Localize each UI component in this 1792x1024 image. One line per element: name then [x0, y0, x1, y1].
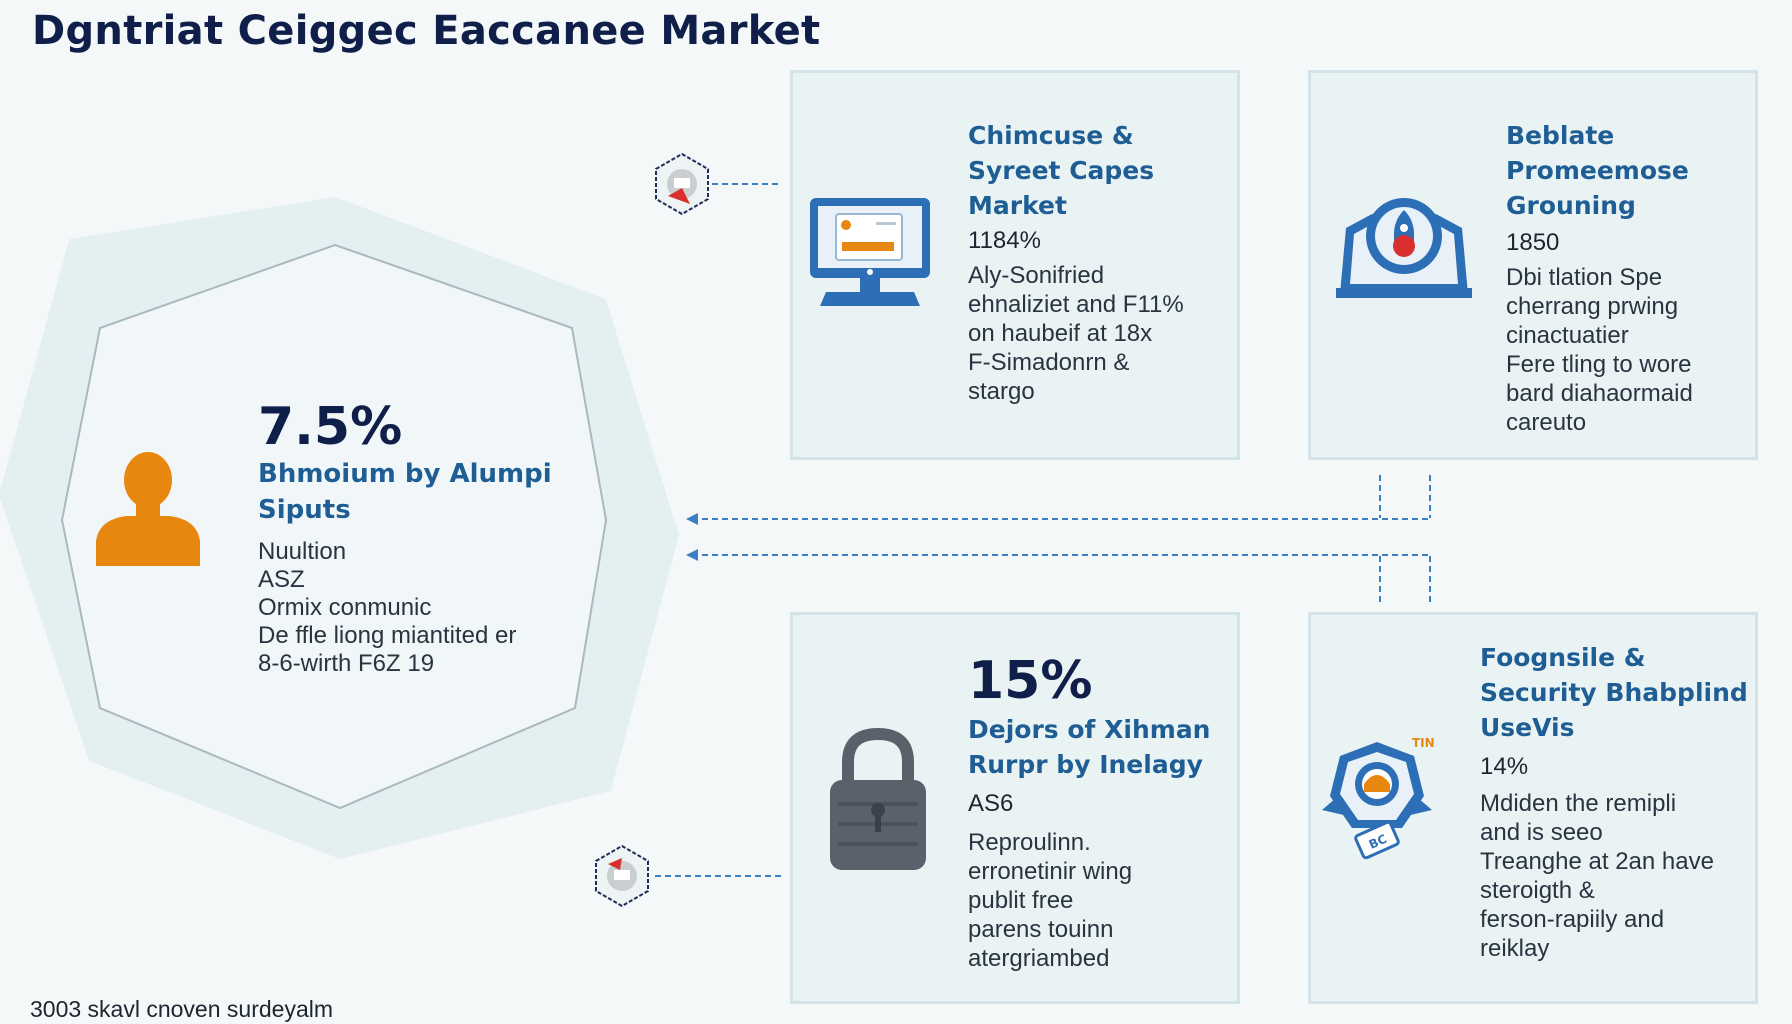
card-2-heading: Beblate Promeemose Grouning	[1506, 121, 1689, 220]
card-3-text: 15% Dejors of Xihman Rurpr by Inelagy AS…	[968, 652, 1210, 973]
footer-note: 3003 skavl cnoven surdeyalm	[30, 996, 333, 1022]
card-4-text: Foognsile & Security Bhabplind UseVis 14…	[1480, 640, 1748, 963]
card-1-stat: 1184%	[968, 227, 1041, 254]
card-4-stat: 14%	[1480, 753, 1529, 780]
badge-tag-text: BC	[1367, 832, 1389, 852]
card-4-heading: Foognsile & Security Bhabplind UseVis	[1480, 643, 1748, 742]
card-1-text: Chimcuse & Syreet Capes Market 1184% Aly…	[968, 118, 1184, 406]
center-body: Nuultion ASZ Ormix conmunic De ffle lion…	[258, 538, 517, 677]
page-title: Dgntriat Ceiggec Eaccanee Market	[32, 8, 821, 54]
connector-lines	[655, 183, 1431, 877]
card-1-body: Aly-Sonifried ehnaliziet and F11% on hau…	[968, 262, 1184, 405]
card-2-stat: 1850	[1506, 229, 1560, 256]
hex-node-bottom	[595, 844, 649, 908]
card-4-body: Mdiden the remipli and is seeo Treanghe …	[1480, 790, 1714, 962]
card-3-body: Reproulinn. erronetinir wing publit free…	[968, 829, 1133, 972]
padlock-icon	[830, 727, 926, 870]
center-heading: Bhmoium by Alumpi Siputs	[258, 459, 552, 525]
rocket-shield-icon	[1336, 198, 1472, 298]
card-3-sub: AS6	[968, 790, 1014, 817]
computer-monitor-icon	[810, 198, 930, 306]
center-text-block: 7.5% Bhmoium by Alumpi Siputs Nuultion A…	[258, 398, 552, 678]
center-stat: 7.5%	[258, 397, 403, 457]
inner-octagon	[60, 243, 608, 810]
person-icon	[96, 452, 200, 566]
card-2-text: Beblate Promeemose Grouning 1850 Dbi tla…	[1506, 118, 1693, 437]
card-1-heading: Chimcuse & Syreet Capes Market	[968, 121, 1155, 220]
badge-tin-text: TIN	[1412, 736, 1435, 750]
card-2-body: Dbi tlation Spe cherrang prwing cinactua…	[1506, 264, 1693, 436]
arrow-heads	[686, 513, 698, 561]
card-3-stat: 15%	[968, 651, 1093, 711]
hex-node-top	[655, 152, 709, 216]
security-badge-icon: BC	[1322, 742, 1432, 860]
card-3-heading: Dejors of Xihman Rurpr by Inelagy	[968, 715, 1211, 779]
